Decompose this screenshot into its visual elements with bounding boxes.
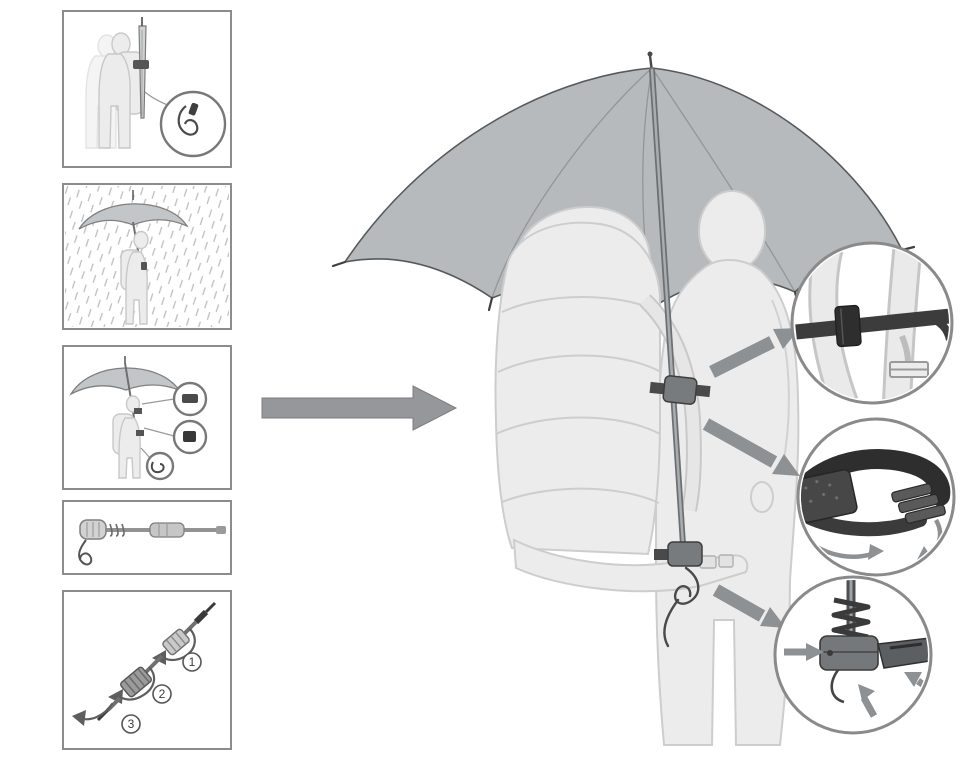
cord-hook-icon <box>177 105 199 136</box>
panel-1-art <box>85 17 227 158</box>
detail-arrow-3 <box>712 584 766 622</box>
detail-arrow-1 <box>709 336 775 378</box>
chest-clamp <box>649 375 711 405</box>
panel-2-art <box>65 186 229 327</box>
detail-arrow-2-head <box>772 454 800 476</box>
hipbelt-buckle <box>718 554 734 568</box>
shaft-ferrule <box>216 526 226 534</box>
detail-arrow-2 <box>702 418 778 468</box>
hanging-cord <box>78 539 93 566</box>
strap-clip <box>133 60 149 69</box>
buckle-strap <box>899 334 911 363</box>
hip-belt <box>512 538 749 593</box>
mounting-strap <box>795 308 949 340</box>
upper-clip <box>134 408 142 414</box>
detail-hipbelt-cord-lock <box>773 575 933 735</box>
step-panel-5: 1 2 3 <box>62 590 232 750</box>
step-panel-1 <box>62 10 232 168</box>
flow-arrow <box>261 385 458 431</box>
umbrella-canopy-small <box>69 367 181 396</box>
cord-tail <box>830 669 845 704</box>
push-arrow-right-head <box>904 672 922 687</box>
leader-line <box>143 427 175 437</box>
push-arrow-bottom-head <box>858 684 875 701</box>
step-panel-3 <box>62 345 232 490</box>
panel-3-art <box>69 356 208 481</box>
shaft-middle <box>144 654 164 674</box>
rotation-arrow-3-head <box>72 710 86 726</box>
detail-2-art <box>801 449 951 562</box>
clamp-screw <box>827 650 833 656</box>
arm-line <box>771 299 790 471</box>
umbrella-canopy-small <box>78 203 189 230</box>
step-number-2: 2 <box>159 687 166 701</box>
wrap-arrow-left-head <box>868 544 884 560</box>
ribbed-sleeve-1 <box>162 628 190 656</box>
ferrule-dark <box>193 609 209 625</box>
figure-body <box>125 251 148 325</box>
strap-clip-block <box>834 304 862 348</box>
cord-knot-icon <box>150 461 165 474</box>
detail-circles <box>773 241 956 735</box>
shaft-tip <box>204 601 217 614</box>
upper-clip-icon <box>182 394 198 403</box>
rolled-umbrella <box>138 25 147 119</box>
hiker-hand <box>750 481 774 513</box>
chest-clip <box>141 262 147 270</box>
velcro-band-upper <box>801 449 951 506</box>
step-badge-3 <box>121 714 141 734</box>
ribbed-end-piece <box>891 483 946 524</box>
strap-tail <box>928 314 949 341</box>
cord-wrap <box>109 523 125 537</box>
hip-cord-tail <box>663 598 680 648</box>
velcro-pad <box>801 469 858 523</box>
panel-4-art <box>78 519 226 566</box>
detail-velcro-strap <box>796 417 956 577</box>
step-number-3: 3 <box>128 717 135 731</box>
figure-body <box>118 417 141 479</box>
step-badge-2 <box>152 684 172 704</box>
cord-wrap <box>831 597 871 640</box>
step-badge-1 <box>182 652 202 672</box>
attachment-arrows <box>702 328 800 628</box>
hook-clip-icon <box>188 102 199 116</box>
step-panel-2 <box>62 183 232 330</box>
hip-cord-knot <box>673 566 700 605</box>
backpack-body <box>494 221 661 556</box>
step-number-1: 1 <box>189 655 196 669</box>
leader-line <box>140 447 151 459</box>
figure-body <box>98 53 131 149</box>
hip-clamp <box>654 541 703 567</box>
leader-line <box>141 398 175 405</box>
step-panel-4 <box>62 500 232 575</box>
push-arrow-bottom <box>860 696 878 718</box>
panel-5-art: 1 2 3 <box>72 601 217 734</box>
ribbed-sleeve-2 <box>120 666 152 698</box>
push-arrow-left-head <box>806 643 824 661</box>
lower-clip-icon <box>183 431 196 442</box>
umbrella-pole-assembly <box>649 67 711 648</box>
lower-clip <box>136 430 144 436</box>
step-panels: 1 2 3 <box>62 10 232 750</box>
umbrella-pole-highlight <box>650 68 686 562</box>
detail-arrow-3-head <box>760 607 786 628</box>
magnifier-circle <box>159 90 227 158</box>
magnifier-cord <box>145 451 175 481</box>
detail-shoulder-strap-clip <box>790 241 954 405</box>
finial-knob <box>647 51 653 57</box>
rotation-arrow-2 <box>117 666 156 701</box>
backpack <box>494 205 749 593</box>
figure-head <box>133 230 149 250</box>
hiker-head <box>698 190 766 272</box>
